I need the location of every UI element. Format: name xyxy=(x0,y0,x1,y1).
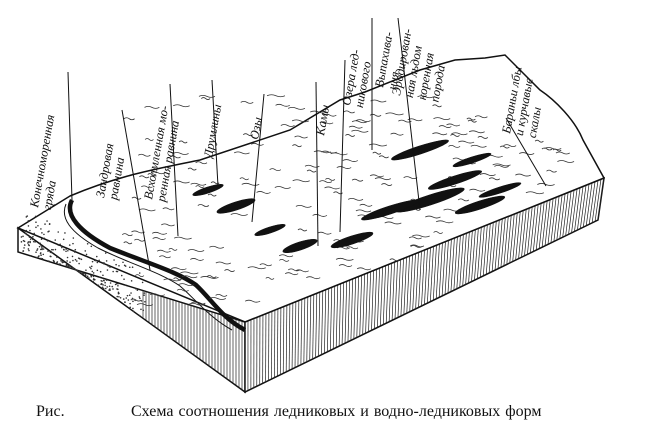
glacial-landforms-block-diagram: КонечномореннаягрядаЗандроваяравнинаВсхо… xyxy=(0,0,661,400)
caption-prefix: Рис. xyxy=(36,403,65,421)
label-eskers: Озы xyxy=(247,116,265,141)
label-line: Друмлины xyxy=(201,103,224,160)
label-line: Озы xyxy=(247,116,265,141)
figure-caption: Рис. Схема соотношения ледниковых и водн… xyxy=(0,401,661,423)
caption-text: Схема соотношения ледниковых и водно-лед… xyxy=(131,403,541,421)
leader-line-terminal-moraine xyxy=(68,72,72,200)
label-terminal-moraine: Конечномореннаягряда xyxy=(27,113,70,212)
label-drumlins: Друмлины xyxy=(201,103,224,160)
